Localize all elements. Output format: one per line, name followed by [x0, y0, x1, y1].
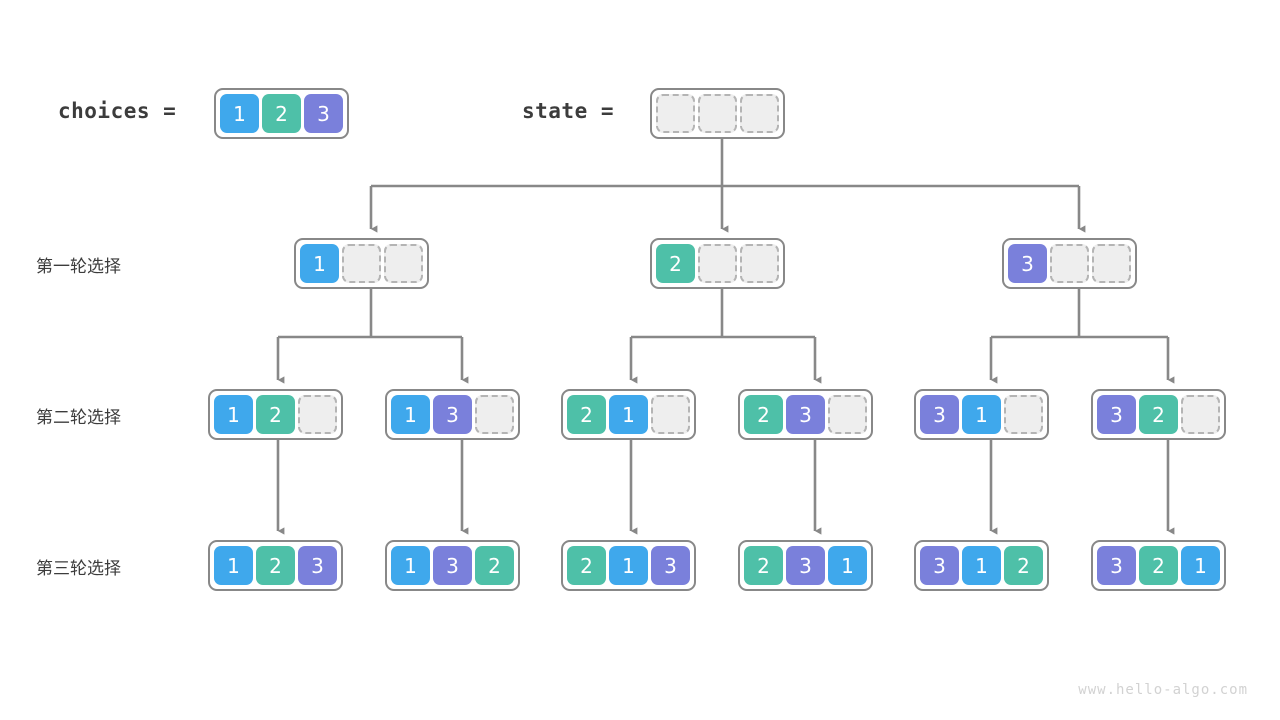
- cell-value-2: 2: [256, 546, 295, 585]
- row-label-round-2: 第二轮选择: [36, 408, 121, 428]
- node-2: 2: [650, 238, 785, 289]
- watermark: www.hello-algo.com: [1078, 682, 1248, 698]
- cell-empty: [656, 94, 695, 133]
- node-3: 3: [1002, 238, 1137, 289]
- cell-empty: [1092, 244, 1131, 283]
- cell-value-3: 3: [786, 546, 825, 585]
- cell-value-2: 2: [744, 546, 783, 585]
- cell-value-3: 3: [651, 546, 690, 585]
- cell-empty: [698, 244, 737, 283]
- cell-value-2: 2: [1004, 546, 1043, 585]
- cell-value-2: 2: [1139, 395, 1178, 434]
- cell-value-3: 3: [786, 395, 825, 434]
- cell-value-1: 1: [220, 94, 259, 133]
- cell-empty: [1181, 395, 1220, 434]
- cell-value-3: 3: [304, 94, 343, 133]
- state-array: [650, 88, 785, 139]
- cell-empty: [740, 94, 779, 133]
- cell-value-3: 3: [920, 395, 959, 434]
- cell-value-1: 1: [609, 546, 648, 585]
- node-1: 1: [294, 238, 429, 289]
- row-label-round-1: 第一轮选择: [36, 257, 121, 277]
- cell-value-2: 2: [475, 546, 514, 585]
- cell-empty: [740, 244, 779, 283]
- row-label-round-3: 第三轮选择: [36, 559, 121, 579]
- cell-empty: [342, 244, 381, 283]
- cell-value-1: 1: [300, 244, 339, 283]
- choices-label: choices =: [58, 99, 177, 123]
- cell-value-3: 3: [433, 395, 472, 434]
- cell-value-1: 1: [962, 395, 1001, 434]
- cell-value-1: 1: [214, 395, 253, 434]
- cell-empty: [1004, 395, 1043, 434]
- cell-value-3: 3: [298, 546, 337, 585]
- cell-value-2: 2: [567, 395, 606, 434]
- cell-value-2: 2: [256, 395, 295, 434]
- cell-value-1: 1: [391, 546, 430, 585]
- cell-value-2: 2: [262, 94, 301, 133]
- cell-value-1: 1: [962, 546, 1001, 585]
- cell-value-2: 2: [1139, 546, 1178, 585]
- cell-value-3: 3: [1008, 244, 1047, 283]
- cell-empty: [828, 395, 867, 434]
- cell-empty: [651, 395, 690, 434]
- cell-value-1: 1: [214, 546, 253, 585]
- cell-empty: [698, 94, 737, 133]
- cell-empty: [384, 244, 423, 283]
- cell-empty: [298, 395, 337, 434]
- cell-value-2: 2: [744, 395, 783, 434]
- cell-value-1: 1: [1181, 546, 1220, 585]
- cell-value-2: 2: [656, 244, 695, 283]
- cell-value-2: 2: [567, 546, 606, 585]
- cell-empty: [475, 395, 514, 434]
- state-label: state =: [522, 99, 615, 123]
- cell-empty: [1050, 244, 1089, 283]
- cell-value-1: 1: [609, 395, 648, 434]
- cell-value-3: 3: [920, 546, 959, 585]
- cell-value-1: 1: [391, 395, 430, 434]
- cell-value-3: 3: [1097, 546, 1136, 585]
- cell-value-3: 3: [433, 546, 472, 585]
- cell-value-3: 3: [1097, 395, 1136, 434]
- cell-value-1: 1: [828, 546, 867, 585]
